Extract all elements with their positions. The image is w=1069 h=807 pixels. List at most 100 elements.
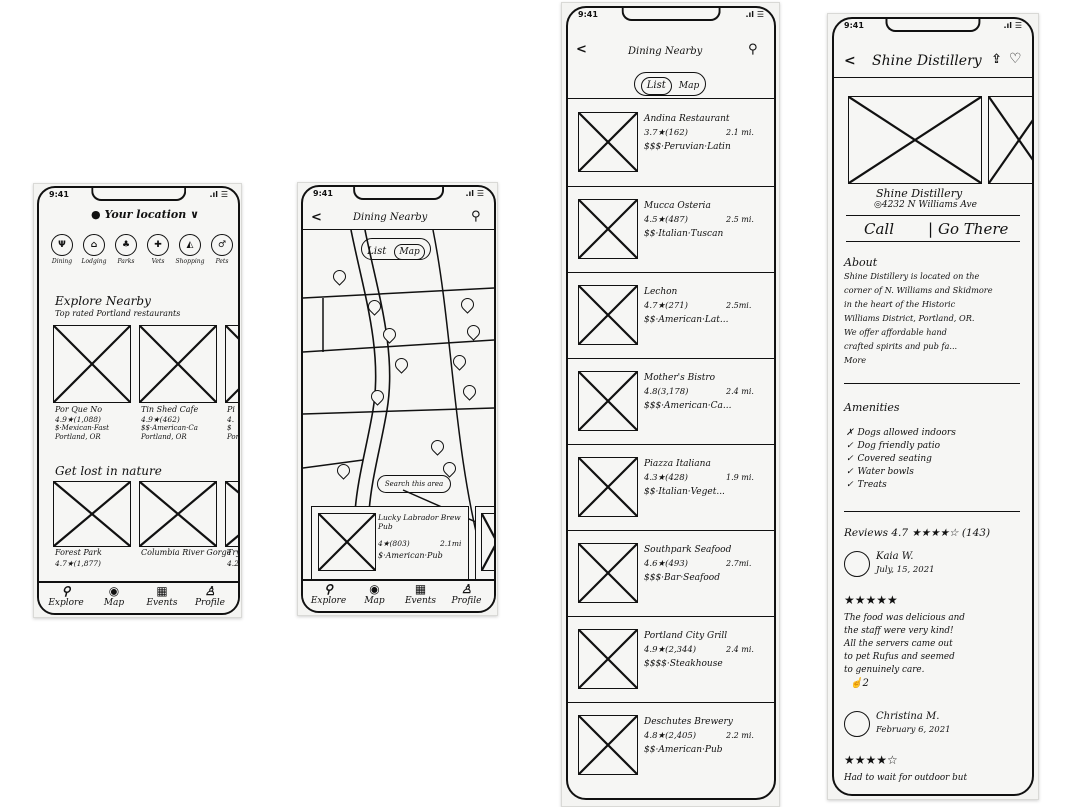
avatar (844, 711, 870, 737)
list-item-cuisine: $$$·American·Ca... (644, 401, 732, 411)
chevron-down-icon: ∨ (190, 208, 200, 221)
restaurant-name: Pi (227, 405, 235, 414)
toggle-list[interactable]: List (640, 77, 672, 95)
map-area[interactable]: List Map Search this area Lucky Labrador… (303, 230, 494, 582)
tab-label: Map (364, 596, 385, 606)
category-pets[interactable]: ♂Pets (207, 234, 237, 265)
call-button[interactable]: Call (864, 220, 895, 238)
check-icon: ✓ (846, 454, 854, 464)
search-area-button[interactable]: Search this area (377, 475, 451, 493)
category-shopping[interactable]: ◭Shopping (175, 234, 205, 265)
more-link[interactable]: More (844, 355, 867, 365)
list-item-cuisine: $$·American·Pub (644, 745, 723, 755)
tab-profile[interactable]: ♙Profile (187, 584, 233, 609)
amenities-title: Amenities (844, 401, 900, 414)
card-image (481, 513, 494, 571)
tab-map[interactable]: ◉Map (352, 582, 397, 607)
list-item-rating: 4.8(3,178) (644, 387, 689, 397)
check-icon: ✓ (846, 441, 854, 451)
list-item-image (578, 543, 638, 603)
card-distance: 2.1mi (440, 539, 462, 548)
list-item-distance: 1.9 mi. (726, 473, 754, 482)
list-item-distance: 2.5 mi. (726, 215, 754, 224)
sketch-paper-detail: 9:41 .ıl ☰ < Shine Distillery ⇪ ♡ Shine … (827, 13, 1039, 800)
review-date: July, 15, 2021 (876, 565, 935, 575)
tab-events[interactable]: ▦Events (139, 585, 185, 609)
action-divider (846, 241, 1020, 242)
amenity-text: Water bowls (857, 467, 914, 477)
card-rating: 4★(803) (378, 539, 410, 548)
status-icons: .ıl ☰ (1003, 21, 1022, 30)
card-cuisine: $·American·Pub (378, 551, 443, 560)
status-icons: .ıl ☰ (209, 190, 228, 199)
list-item-image (578, 112, 638, 172)
category-parks[interactable]: ♣Parks (111, 234, 141, 265)
tab-bar: ⚲Explore◉Map▦Events♙Profile (39, 581, 238, 613)
search-icon[interactable]: ⚲ (748, 42, 758, 57)
location-pin-icon: ◎ (874, 200, 882, 210)
tab-events[interactable]: ▦Events (398, 583, 443, 607)
card-image (318, 513, 376, 571)
map-pin-icon: ◉ (369, 582, 380, 596)
tab-bar: ⚲Explore◉Map▦Events♙Profile (303, 579, 494, 611)
card-name: Lucky Labrador Brew Pub (378, 513, 461, 531)
list-item-name: Mucca Osteria (644, 201, 711, 211)
about-line: We offer affordable hand (844, 327, 947, 337)
explore-subtitle: Top rated Portland restaurants (55, 309, 181, 318)
restaurant-rating: 4. (227, 415, 235, 424)
toggle-map[interactable]: Map (678, 81, 700, 91)
location-pin-icon: ● (91, 208, 101, 221)
list-item-distance: 2.1 mi. (726, 128, 754, 137)
restaurant-image (53, 325, 131, 403)
share-icon[interactable]: ⇪ (991, 52, 1002, 67)
list-item-distance: 2.2 mi. (726, 731, 754, 740)
result-card-next[interactable] (475, 506, 494, 580)
location-selector[interactable]: ● Your location ∨ (91, 208, 199, 221)
park-name: Try (227, 548, 240, 557)
cross-icon: ✗ (846, 428, 854, 438)
category-lodging[interactable]: ⌂Lodging (79, 234, 109, 265)
review-author: Kaia W. (876, 551, 914, 562)
result-card[interactable]: Lucky Labrador Brew Pub 4★(803) 2.1mi $·… (311, 506, 469, 580)
tab-explore[interactable]: ⚲Explore (43, 585, 89, 609)
search-icon[interactable]: ⚲ (471, 209, 481, 224)
tab-explore[interactable]: ⚲Explore (306, 583, 351, 607)
back-button[interactable]: < (844, 53, 856, 69)
park-card[interactable]: Columbia River Gorge (139, 481, 231, 581)
list-item-distance: 2.4 mi. (726, 387, 754, 396)
park-image (225, 481, 238, 547)
list-item-image (578, 285, 638, 345)
phone-notch (621, 8, 721, 21)
category-icon: Ψ (51, 234, 73, 256)
location-label: Your location (104, 208, 187, 221)
list-item-cuisine: $$$$·Steakhouse (644, 659, 723, 669)
category-vets[interactable]: ✚Vets (143, 234, 173, 265)
like-button[interactable]: ☝2 (850, 678, 869, 689)
toggle-list[interactable]: List (367, 246, 387, 257)
back-button[interactable]: < (576, 42, 587, 57)
back-button[interactable]: < (311, 210, 322, 225)
reviews-header: Reviews 4.7 ★★★★☆ (143) (844, 527, 990, 539)
tab-profile[interactable]: ♙Profile (444, 583, 489, 607)
tab-map[interactable]: ◉Map (91, 585, 137, 609)
category-icon: ♣ (115, 234, 137, 256)
person-icon: ♙ (204, 584, 216, 598)
toggle-map[interactable]: Map (394, 244, 425, 260)
about-line: Williams District, Portland, OR. (844, 313, 975, 323)
go-there-button[interactable]: Go There (938, 220, 1009, 238)
heart-icon[interactable]: ♡ (1009, 51, 1022, 67)
